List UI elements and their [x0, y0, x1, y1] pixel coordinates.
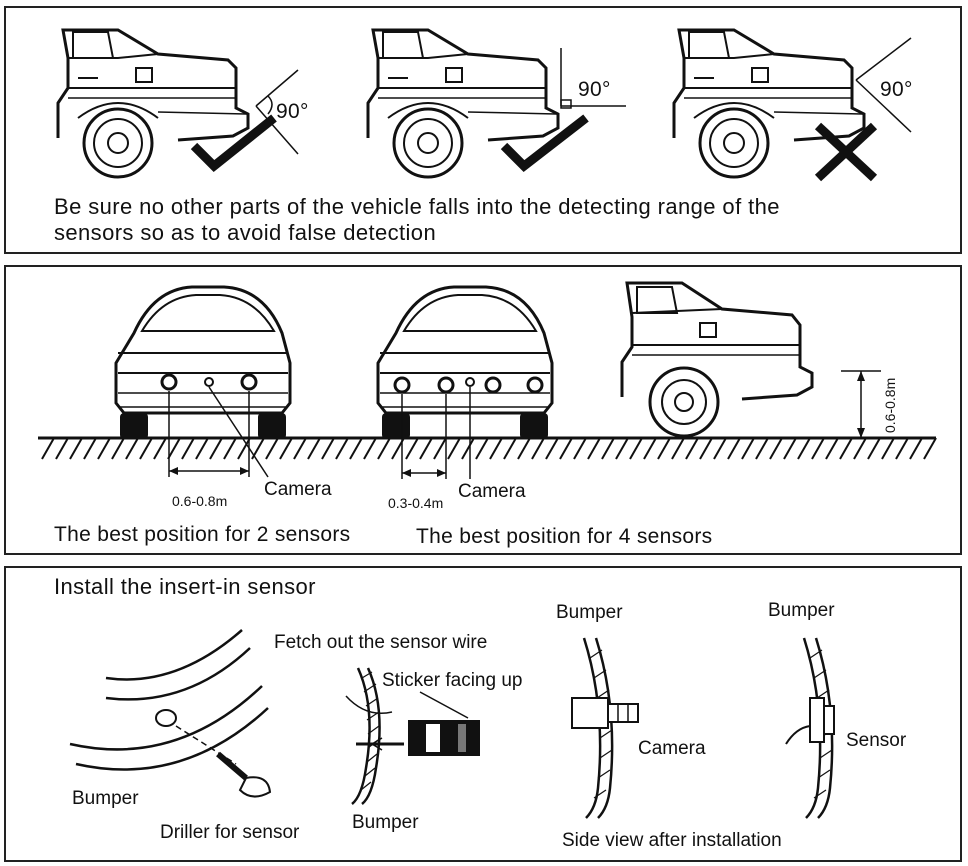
sticker-label: Sticker facing up — [382, 670, 523, 691]
ground-hatch-line — [503, 437, 517, 460]
ground-hatch-line — [727, 437, 741, 460]
panel-sensor-angle: 90° 90° 90° Be sure no other parts of th… — [4, 6, 962, 254]
ground-hatch-line — [419, 437, 433, 460]
ground-hatch-line — [447, 437, 461, 460]
camera-label-2-sensors: Camera — [264, 479, 332, 500]
car-rear-angle-illustrations — [56, 28, 912, 182]
ground-hatch-line — [153, 437, 167, 460]
ground-hatch-line — [349, 437, 363, 460]
ground-hatch-line — [671, 437, 685, 460]
spacing-label-2-sensors: 0.6-0.8m — [172, 493, 228, 509]
ground-hatch-line — [307, 437, 321, 460]
spacing-label-4-sensors: 0.3-0.4m — [388, 495, 444, 511]
ground-hatch-line — [517, 437, 531, 460]
ground-hatch-line — [559, 437, 573, 460]
side-view-caption: Side view after installation — [562, 830, 782, 851]
ground-hatch-line — [629, 437, 643, 460]
ground-hatch-line — [643, 437, 657, 460]
ground-hatch-line — [825, 437, 839, 460]
caption-line-2: sensors so as to avoid false detection — [54, 220, 437, 245]
ground-hatch-line — [41, 437, 55, 460]
ground-hatch-line — [699, 437, 713, 460]
ground-hatch-line — [433, 437, 447, 460]
ground-hatch-line — [587, 437, 601, 460]
ground-hatch-line — [573, 437, 587, 460]
ground-hatch-line — [601, 437, 615, 460]
ground-hatch-line — [265, 437, 279, 460]
caption-4-sensors: The best position for 4 sensors — [416, 525, 713, 548]
caption-line-1: Be sure no other parts of the vehicle fa… — [54, 194, 780, 219]
ground-hatch-line — [881, 437, 895, 460]
ground-hatch-line — [83, 437, 97, 460]
panel-sensor-position: 0.6-0.8m Camera The best position for 2 … — [4, 265, 962, 555]
ground-hatch-line — [279, 437, 293, 460]
ground-hatch-line — [769, 437, 783, 460]
ground-hatch-line — [741, 437, 755, 460]
sensor-label: Sensor — [846, 730, 907, 751]
ground-hatch-line — [181, 437, 195, 460]
ground-hatch-line — [531, 437, 545, 460]
angle-label-1: 90° — [276, 100, 309, 123]
bumper-label-camera: Bumper — [556, 602, 623, 623]
ground-hatch-line — [489, 437, 503, 460]
panel-install-sensor: Install the insert-in sensor Bumper Dril… — [4, 566, 962, 862]
ground-hatch-line — [97, 437, 111, 460]
ground-hatch-line — [293, 437, 307, 460]
camera-label-4-sensors: Camera — [458, 481, 526, 502]
ground-hatch-line — [797, 437, 811, 460]
ground-hatch-line — [685, 437, 699, 460]
ground-hatch-line — [657, 437, 671, 460]
ground-hatch-line — [377, 437, 391, 460]
bumper-label-middle: Bumper — [352, 812, 419, 833]
ground-hatch-line — [839, 437, 853, 460]
ground-hatch-line — [405, 437, 419, 460]
driller-label: Driller for sensor — [160, 822, 300, 843]
ground-hatch-line — [223, 437, 237, 460]
ground-hatch-line — [167, 437, 181, 460]
ground-hatch-line — [209, 437, 223, 460]
ground-hatch-line — [363, 437, 377, 460]
ground-hatch-line — [321, 437, 335, 460]
ground-hatch-line — [237, 437, 251, 460]
ground-hatch-line — [111, 437, 125, 460]
car-rear-position-illustrations — [38, 281, 937, 479]
ground-hatch-line — [615, 437, 629, 460]
ground-hatch-line — [853, 437, 867, 460]
angle-label-2: 90° — [578, 78, 611, 101]
ground-hatch-line — [475, 437, 489, 460]
height-label: 0.6-0.8m — [882, 377, 898, 433]
camera-label: Camera — [638, 738, 706, 759]
bumper-label-sensor: Bumper — [768, 600, 835, 621]
ground-hatch-line — [713, 437, 727, 460]
ground-hatch-line — [195, 437, 209, 460]
caption-2-sensors: The best position for 2 sensors — [54, 523, 351, 546]
ground-hatch-line — [811, 437, 825, 460]
ground-hatch-line — [139, 437, 153, 460]
ground-hatch-line — [335, 437, 349, 460]
ground-hatch-line — [867, 437, 881, 460]
ground-hatch-line — [909, 437, 923, 460]
ground-hatch-line — [55, 437, 69, 460]
ground-hatch-line — [755, 437, 769, 460]
ground-hatch-line — [69, 437, 83, 460]
angle-label-3: 90° — [880, 78, 913, 101]
install-title: Install the insert-in sensor — [54, 574, 316, 599]
sensor-install-illustrations — [69, 629, 835, 819]
fetch-wire-label: Fetch out the sensor wire — [274, 632, 488, 653]
ground-hatch-line — [895, 437, 909, 460]
ground-hatch-line — [125, 437, 139, 460]
ground-hatch-line — [461, 437, 475, 460]
ground-hatch-line — [923, 437, 937, 460]
ground-hatch-line — [783, 437, 797, 460]
ground-hatch-line — [545, 437, 559, 460]
bumper-label-left: Bumper — [72, 788, 139, 809]
